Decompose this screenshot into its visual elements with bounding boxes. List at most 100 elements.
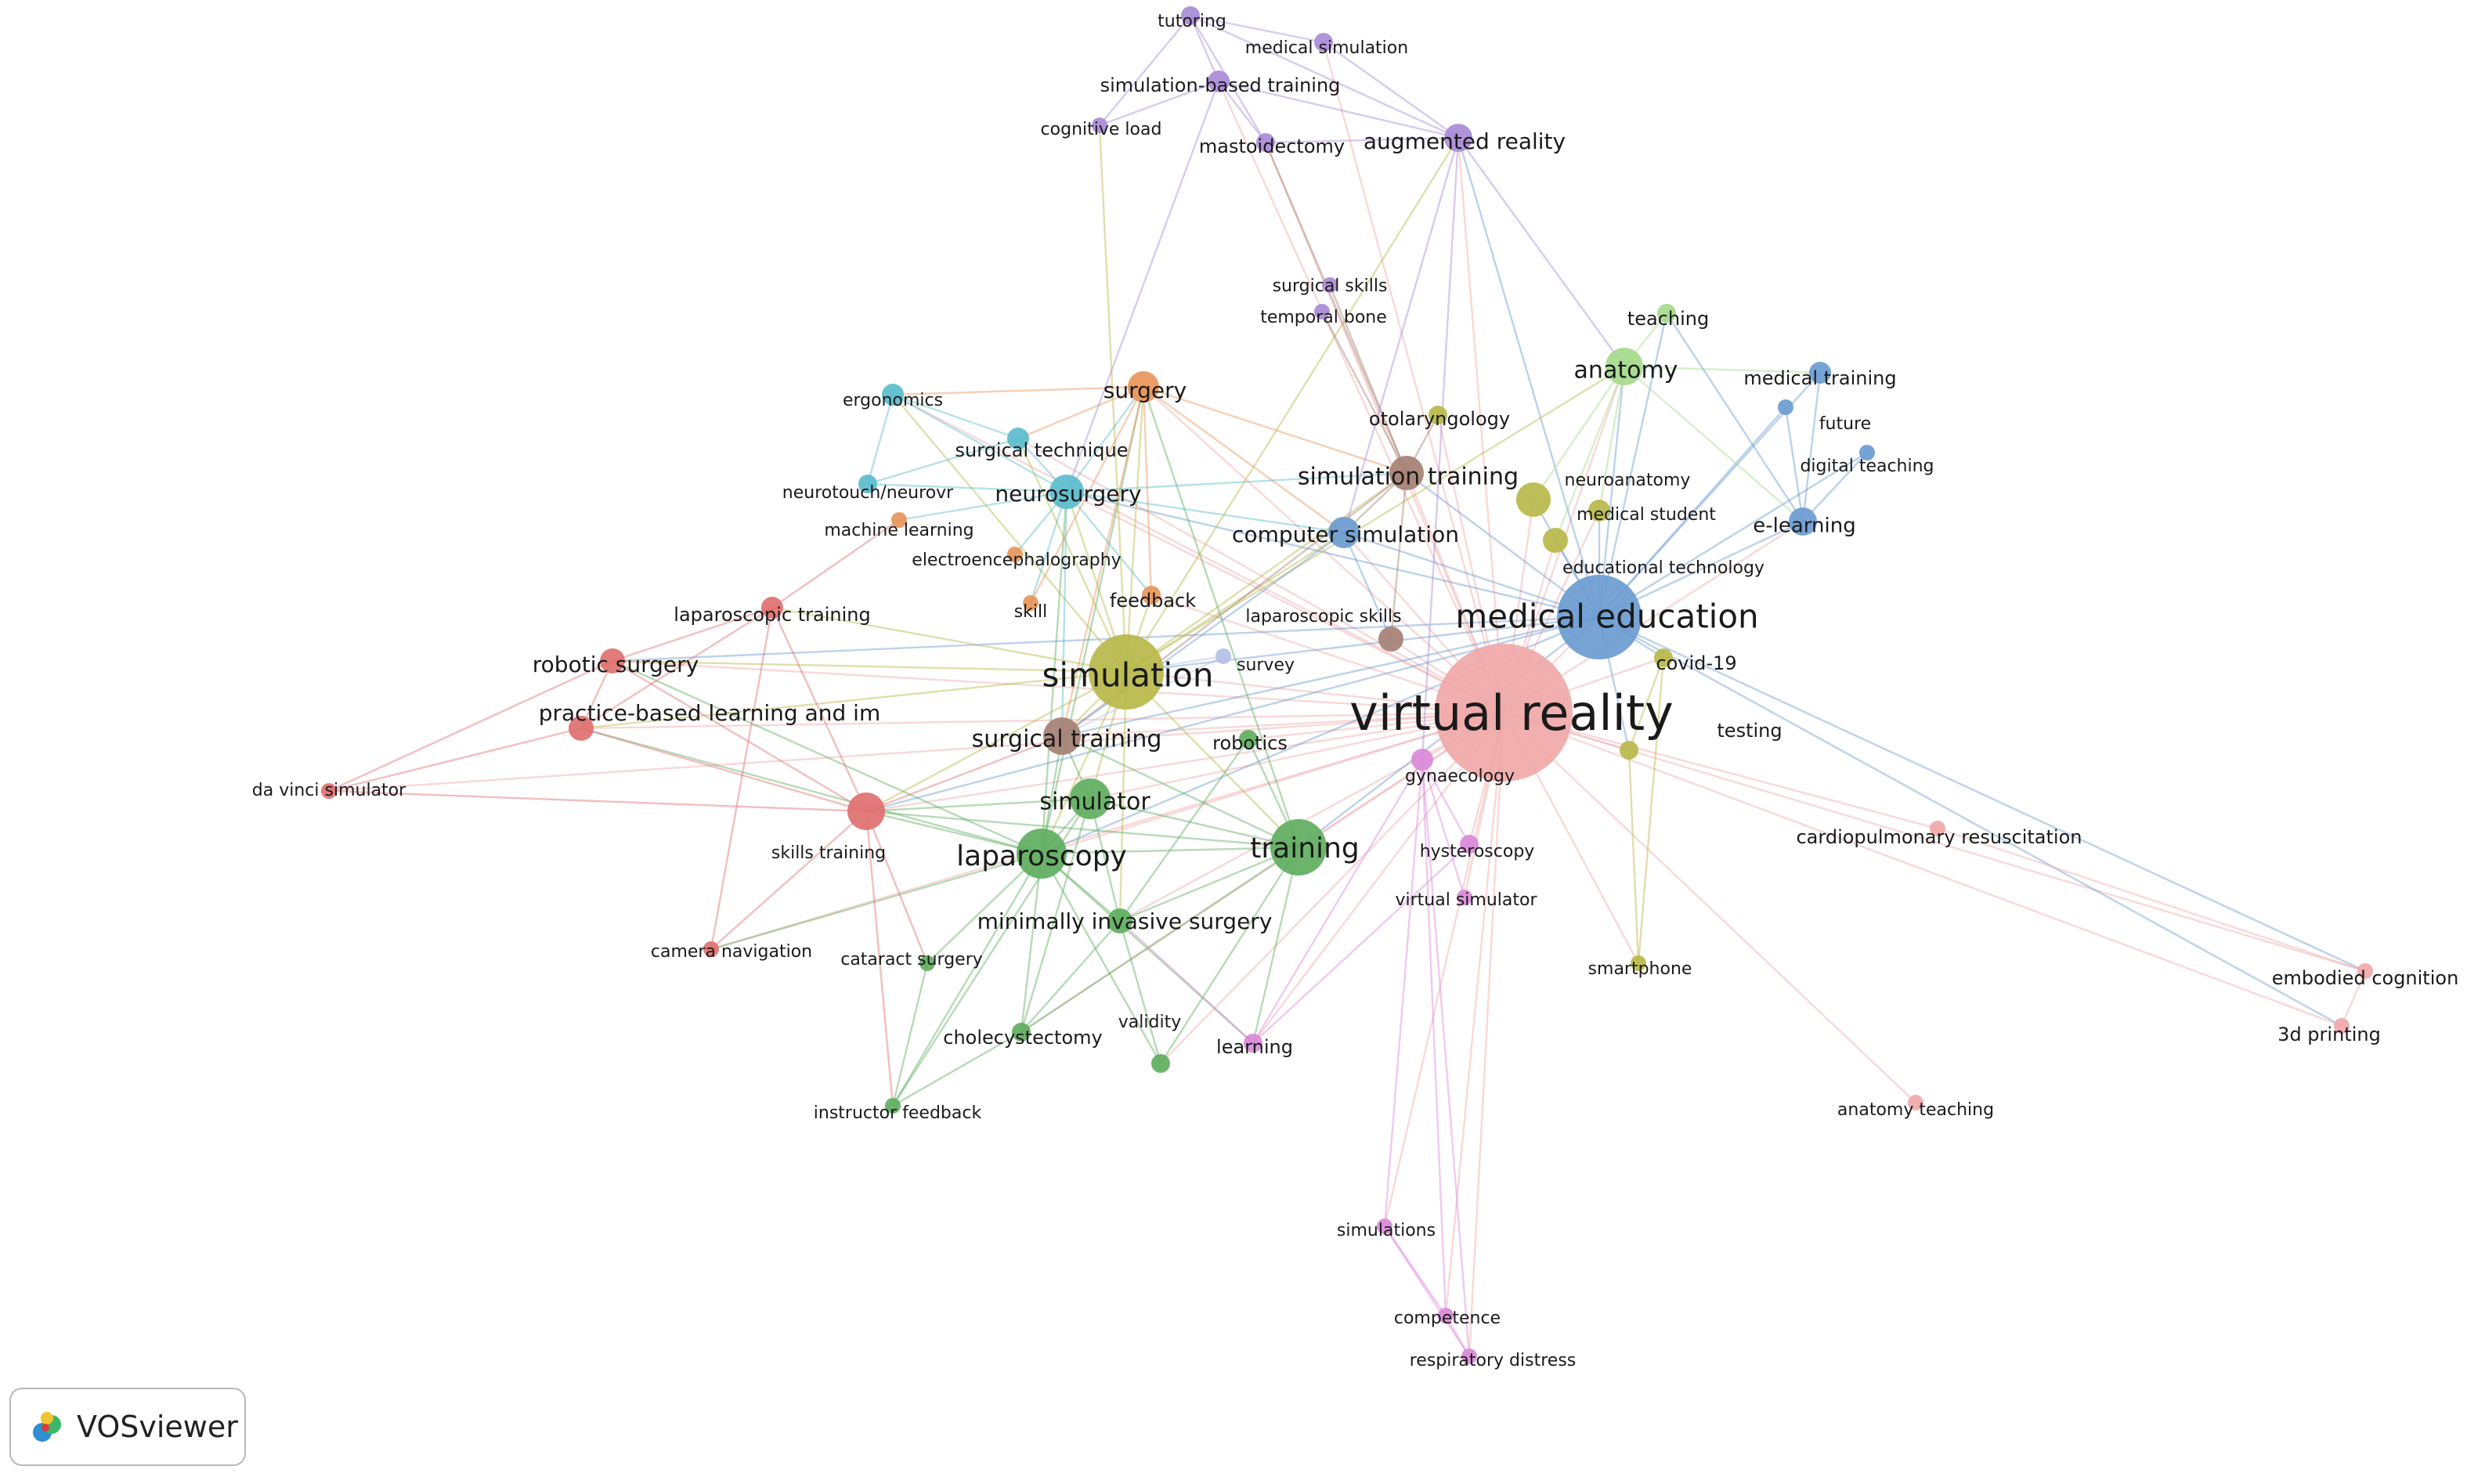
label-robotics[interactable]: robotics xyxy=(1212,732,1288,754)
label-minimally-invasive-surgery[interactable]: minimally invasive surgery xyxy=(977,908,1273,934)
node-simulator[interactable] xyxy=(1070,778,1111,819)
node-digital-teaching[interactable] xyxy=(1859,445,1875,460)
label-surgical-technique[interactable]: surgical technique xyxy=(955,439,1129,461)
node-otolaryngology[interactable] xyxy=(1429,406,1447,424)
node-laparoscopic-skills[interactable] xyxy=(1378,626,1403,652)
label-laparoscopic-skills[interactable]: laparoscopic skills xyxy=(1245,607,1401,626)
node-gynaecology[interactable] xyxy=(1411,749,1433,771)
node-neurosurgery[interactable] xyxy=(1049,475,1084,509)
node-virtual-simulator[interactable] xyxy=(1457,890,1472,905)
node-medical-simulation[interactable] xyxy=(1314,33,1333,52)
label-camera-navigation[interactable]: camera navigation xyxy=(651,942,812,962)
label-computer-simulation[interactable]: computer simulation xyxy=(1232,522,1459,547)
label-cardiopulmonary-resuscitation[interactable]: cardiopulmonary resuscitation xyxy=(1796,826,2082,848)
node-virtual-reality[interactable] xyxy=(1435,644,1573,782)
label-anatomy-teaching[interactable]: anatomy teaching xyxy=(1837,1100,1994,1120)
node-educational-technology[interactable] xyxy=(1543,528,1568,553)
node-ergonomics[interactable] xyxy=(882,384,904,406)
label-mastoidectomy[interactable]: mastoidectomy xyxy=(1199,135,1345,157)
node-tutoring[interactable] xyxy=(1181,6,1200,25)
label-otolaryngology[interactable]: otolaryngology xyxy=(1369,408,1510,430)
label-medical-student[interactable]: medical student xyxy=(1577,505,1716,525)
node-minimally-invasive-surgery[interactable] xyxy=(1107,908,1132,933)
label-skill[interactable]: skill xyxy=(1014,602,1048,622)
node-da-vinci-simulator[interactable] xyxy=(321,783,337,799)
node-skills-training[interactable] xyxy=(847,793,885,830)
label-cognitive-load[interactable]: cognitive load xyxy=(1041,120,1162,139)
node-robotic-surgery[interactable] xyxy=(600,648,625,673)
label-3d-printing[interactable]: 3d printing xyxy=(2277,1024,2381,1045)
node-survey[interactable] xyxy=(1215,648,1231,664)
node-simulation-based-training[interactable] xyxy=(1208,70,1230,92)
label-tutoring[interactable]: tutoring xyxy=(1158,12,1226,31)
label-robotic-surgery[interactable]: robotic surgery xyxy=(533,652,699,677)
label-ergonomics[interactable]: ergonomics xyxy=(843,391,943,410)
label-testing[interactable]: testing xyxy=(1717,720,1782,742)
node-cognitive-load[interactable] xyxy=(1092,117,1107,133)
label-competence[interactable]: competence xyxy=(1394,1309,1501,1328)
label-cholecystectomy[interactable]: cholecystectomy xyxy=(943,1027,1102,1049)
label-surgical-skills[interactable]: surgical skills xyxy=(1273,276,1388,296)
label-virtual-simulator[interactable]: virtual simulator xyxy=(1395,890,1537,910)
label-simulator[interactable]: simulator xyxy=(1039,789,1150,816)
node-simulations[interactable] xyxy=(1377,1219,1392,1234)
label-simulation[interactable]: simulation xyxy=(1042,656,1214,695)
node-surgery[interactable] xyxy=(1128,371,1159,403)
node-embodied-cognition[interactable] xyxy=(2357,963,2373,979)
node-simulation-training[interactable] xyxy=(1389,456,1424,490)
label-covid-19[interactable]: covid-19 xyxy=(1656,652,1736,674)
node-surgical-skills[interactable] xyxy=(1322,277,1338,293)
node-temporal-bone[interactable] xyxy=(1314,304,1330,320)
node-practice-based-learning-and-im[interactable] xyxy=(569,716,594,741)
label-survey[interactable]: survey xyxy=(1237,655,1295,675)
node-machine-learning[interactable] xyxy=(891,512,907,528)
label-respiratory-distress[interactable]: respiratory distress xyxy=(1410,1351,1577,1370)
node-cataract-surgery[interactable] xyxy=(919,955,935,971)
label-smartphone[interactable]: smartphone xyxy=(1588,959,1692,979)
node-medical-education[interactable] xyxy=(1557,575,1642,659)
node-laparoscopy[interactable] xyxy=(1017,829,1067,879)
label-medical-education[interactable]: medical education xyxy=(1455,598,1758,636)
node-covid-19[interactable] xyxy=(1654,648,1673,667)
node-robotics[interactable] xyxy=(1239,730,1258,749)
label-virtual-reality[interactable]: virtual reality xyxy=(1349,684,1674,742)
label-e-learning[interactable]: e-learning xyxy=(1753,515,1855,538)
label-digital-teaching[interactable]: digital teaching xyxy=(1800,457,1934,476)
label-cataract-surgery[interactable]: cataract surgery xyxy=(840,950,983,969)
label-practice-based-learning-and-im[interactable]: practice-based learning and im xyxy=(539,700,881,726)
node-anatomy[interactable] xyxy=(1606,348,1643,385)
label-embodied-cognition[interactable]: embodied cognition xyxy=(2272,967,2459,989)
node-hysteroscopy[interactable] xyxy=(1460,835,1479,854)
label-gynaecology[interactable]: gynaecology xyxy=(1405,767,1515,786)
node-e-learning[interactable] xyxy=(1789,507,1817,536)
label-da-vinci-simulator[interactable]: da vinci simulator xyxy=(252,781,406,800)
label-instructor-feedback[interactable]: instructor feedback xyxy=(814,1103,982,1123)
node-3d-printing[interactable] xyxy=(2334,1018,2350,1034)
node-teaching[interactable] xyxy=(1657,304,1676,323)
node-medical-training[interactable] xyxy=(1809,362,1831,384)
label-surgical-training[interactable]: surgical training xyxy=(972,726,1162,753)
node-instructor-feedback[interactable] xyxy=(885,1098,901,1114)
label-electroencephalography[interactable]: electroencephalography xyxy=(912,551,1121,570)
label-educational-technology[interactable]: educational technology xyxy=(1562,558,1764,578)
node-competence[interactable] xyxy=(1438,1308,1454,1323)
node-computer-simulation[interactable] xyxy=(1328,517,1360,548)
node-anatomy-teaching[interactable] xyxy=(1908,1095,1923,1110)
label-surgery[interactable]: surgery xyxy=(1103,377,1187,403)
label-laparoscopic-training[interactable]: laparoscopic training xyxy=(674,604,870,626)
label-training[interactable]: training xyxy=(1250,832,1359,865)
label-temporal-bone[interactable]: temporal bone xyxy=(1260,308,1387,327)
node-learning[interactable] xyxy=(1244,1034,1262,1053)
label-skills-training[interactable]: skills training xyxy=(771,843,886,863)
label-augmented-reality[interactable]: augmented reality xyxy=(1364,128,1566,154)
node-cardiopulmonary-resuscitation[interactable] xyxy=(1930,821,1945,836)
node-surgical-technique[interactable] xyxy=(1007,428,1029,450)
node-surgical-training[interactable] xyxy=(1043,717,1081,755)
label-simulation-training[interactable]: simulation training xyxy=(1298,464,1519,491)
node-future[interactable] xyxy=(1778,399,1793,415)
label-machine-learning[interactable]: machine learning xyxy=(824,521,973,540)
node-validity[interactable] xyxy=(1151,1054,1170,1073)
label-neurotouch-neurovr[interactable]: neurotouch/neurovr xyxy=(782,483,954,503)
node-testing[interactable] xyxy=(1620,741,1638,760)
label-learning[interactable]: learning xyxy=(1216,1036,1293,1058)
